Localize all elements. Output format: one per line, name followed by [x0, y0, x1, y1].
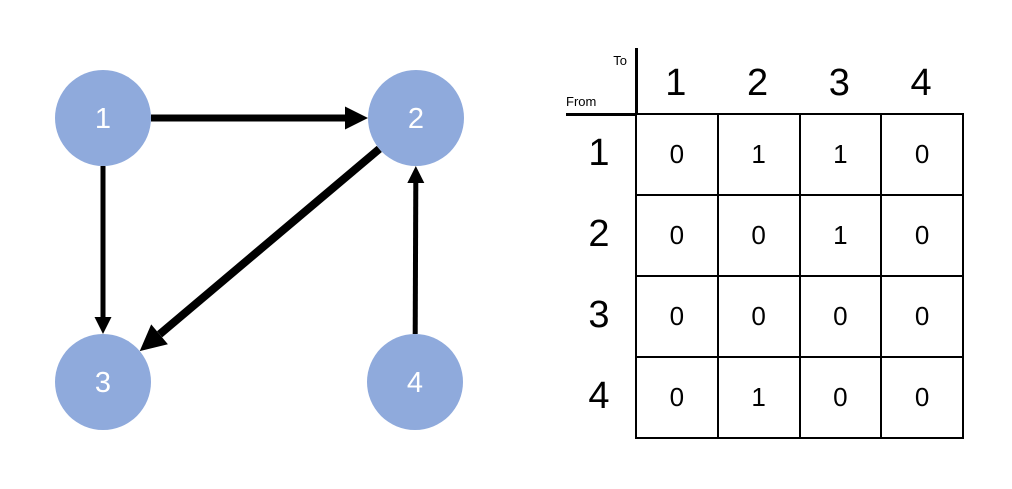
matrix-cell-4-1: 0: [636, 357, 718, 438]
matrix-cell-1-2: 1: [717, 114, 800, 195]
node-label-1: 1: [95, 103, 111, 135]
matrix-row-headers: 1 2 3 4: [569, 113, 629, 437]
graph-node-4: 4: [367, 334, 463, 430]
row-header-3: 3: [588, 294, 610, 336]
node-circle-1: [55, 70, 151, 166]
edge-1-2-arrowhead: [345, 106, 368, 130]
edge-2-3-arrowhead: [139, 324, 168, 352]
matrix-cell-3-4: 0: [881, 276, 963, 357]
edge-1-3-arrowhead: [94, 317, 112, 334]
edge-1-3: [94, 166, 112, 334]
matrix-cell-2-1: 0: [636, 195, 718, 276]
graph-node-1: 1: [55, 70, 151, 166]
axis-horizontal-line: [566, 113, 637, 116]
graph-node-2: 2: [368, 70, 464, 166]
node-circle-2: [368, 70, 464, 166]
col-header-2: 2: [747, 61, 769, 104]
axis-to-label: To: [613, 53, 627, 68]
row-header-1: 1: [588, 132, 610, 174]
matrix-cell-2-3: 1: [799, 195, 882, 276]
matrix-cell-2-2: 0: [717, 195, 800, 276]
matrix-cell-4-2: 1: [717, 357, 800, 438]
edge-4-2-line: [412, 182, 419, 335]
edge-2-3: [139, 145, 382, 352]
matrix-cell-4-3: 0: [799, 357, 882, 438]
axis-from-label: From: [566, 94, 597, 109]
node-label-4: 4: [407, 367, 423, 399]
edge-4-2-arrowhead: [407, 166, 425, 183]
node-label-2: 2: [408, 103, 424, 135]
matrix-cell-1-3: 1: [799, 114, 882, 195]
matrix-cell-2-4: 0: [881, 195, 963, 276]
node-circle-3: [55, 334, 151, 430]
matrix-grid: 0 1 1 0 0 0 1 0 0 0 0 0 0 1 0 0: [635, 113, 964, 439]
matrix-cell-1-1: 0: [636, 114, 718, 195]
edge-4-2: [407, 166, 425, 335]
matrix-column-headers: 1 2 3 4: [635, 56, 962, 110]
row-header-4: 4: [588, 375, 610, 417]
matrix-cell-3-1: 0: [636, 276, 718, 357]
row-header-2: 2: [588, 213, 610, 255]
matrix-cell-3-2: 0: [717, 276, 800, 357]
axis-vertical-line: [635, 48, 638, 114]
matrix-cell-1-4: 0: [881, 114, 963, 195]
node-circle-4: [367, 334, 463, 430]
edge-1-2: [151, 106, 368, 130]
matrix-cell-3-3: 0: [799, 276, 882, 357]
node-label-3: 3: [95, 367, 111, 399]
col-header-1: 1: [665, 61, 687, 104]
edge-2-3-line: [157, 145, 382, 338]
col-header-4: 4: [910, 61, 932, 104]
col-header-3: 3: [828, 61, 850, 104]
directed-graph: 1 2 3 4: [55, 70, 464, 430]
graph-node-3: 3: [55, 334, 151, 430]
matrix-cell-4-4: 0: [881, 357, 963, 438]
